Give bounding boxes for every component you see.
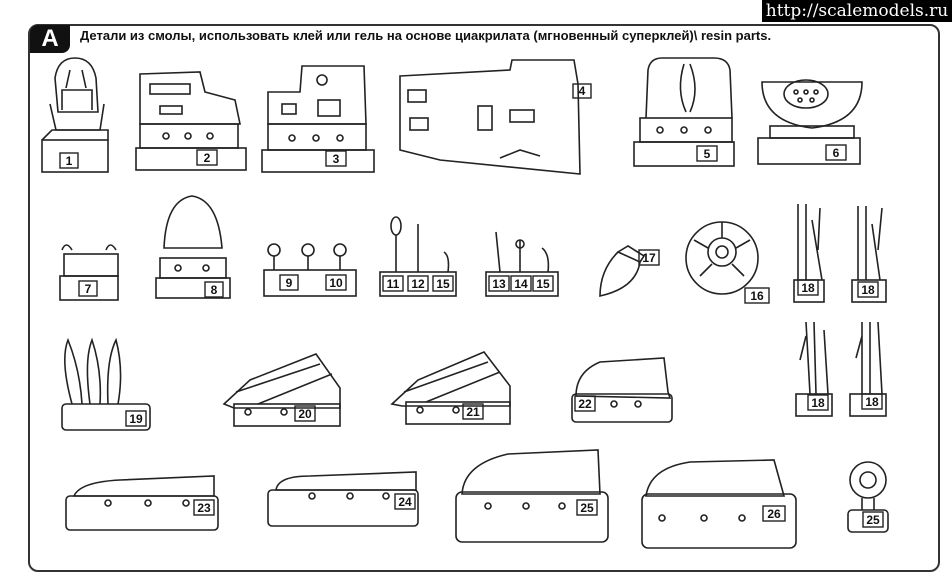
part-number: 14: [514, 277, 528, 291]
part-number: 1: [66, 154, 73, 168]
part-number: 2: [204, 151, 211, 165]
part-number: 18: [811, 396, 825, 410]
part-number: 25: [866, 513, 880, 527]
part-7: 7: [59, 244, 119, 301]
part-21-canopy: 21: [390, 351, 511, 425]
part-number: 13: [492, 277, 506, 291]
part-number: 20: [298, 407, 312, 421]
section-letter: A: [30, 25, 70, 53]
part-number: 18: [801, 281, 815, 295]
part-number: 22: [578, 397, 592, 411]
part-19-blades: 19: [61, 337, 151, 431]
part-number: 6: [833, 146, 840, 160]
part-number: 15: [536, 277, 550, 291]
part-1-seat: 1: [41, 57, 109, 173]
part-number: 4: [579, 84, 586, 98]
part-18-c: 18: [795, 321, 833, 417]
part-number: 21: [466, 405, 480, 419]
part-6-gauge: 6: [757, 79, 863, 165]
part-18-a: 18: [793, 204, 825, 303]
part-13-14-15: 13 14 15: [485, 231, 559, 297]
part-18-d: 18: [849, 321, 887, 417]
part-17-spinner: 17: [599, 245, 660, 297]
part-number: 23: [197, 501, 211, 515]
part-8-headrest: 8: [155, 195, 231, 299]
part-4-floor: 4: [399, 59, 592, 175]
part-20-canopy: 20: [222, 353, 341, 427]
part-number: 9: [286, 276, 293, 290]
part-9-10: 9 10: [263, 243, 357, 297]
part-number: 7: [85, 282, 92, 296]
part-3-console: 3: [261, 65, 375, 173]
part-5-bulkhead: 5: [633, 57, 735, 167]
part-24: 24: [267, 471, 419, 527]
part-25-ring: 25: [847, 461, 889, 533]
part-number: 17: [642, 251, 656, 265]
part-number: 19: [129, 412, 143, 426]
part-18-b: 18: [851, 206, 887, 303]
part-number: 3: [333, 152, 340, 166]
section-instruction: Детали из смолы, использовать клей или г…: [80, 28, 772, 43]
watermark: http://scalemodels.ru: [762, 0, 952, 22]
part-25-cowling: 25: [455, 449, 609, 543]
part-number: 11: [387, 277, 400, 291]
instruction-frame: [28, 24, 940, 572]
part-2-panel: 2: [135, 71, 247, 171]
part-11-12-15: 11 12 15: [379, 216, 457, 297]
part-16-engine: 16: [685, 221, 770, 304]
part-number: 18: [861, 283, 875, 297]
part-22-hood: 22: [571, 357, 673, 423]
part-number: 26: [767, 507, 781, 521]
part-23: 23: [65, 475, 219, 531]
part-number: 15: [436, 277, 450, 291]
part-number: 16: [750, 289, 764, 303]
part-number: 24: [398, 495, 412, 509]
part-number: 8: [211, 283, 218, 297]
part-number: 12: [411, 277, 425, 291]
part-number: 5: [704, 147, 711, 161]
part-number: 10: [329, 276, 343, 290]
part-number: 18: [865, 395, 879, 409]
part-number: 25: [580, 501, 594, 515]
part-26-cowling: 26: [641, 459, 797, 549]
